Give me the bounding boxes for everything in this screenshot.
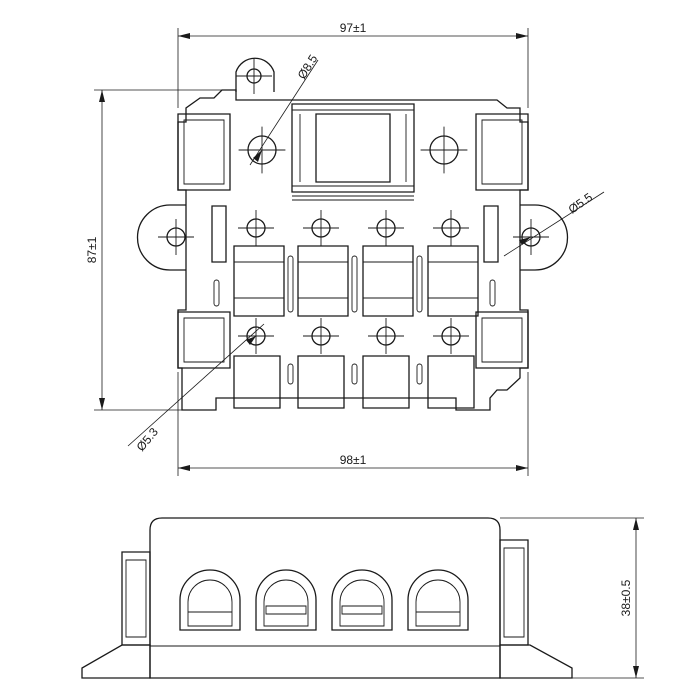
leader-hole-small: Ø5.3 — [128, 324, 264, 454]
top-body-outline — [178, 90, 528, 410]
left-ear — [138, 205, 187, 270]
top-ear — [236, 58, 274, 92]
dim-side-height: 38±0.5 — [500, 518, 644, 678]
central-fuse-block — [292, 104, 414, 192]
cable-openings — [180, 570, 468, 630]
corner-block-tr — [476, 114, 528, 190]
leader-hole-large: Ø8.5 — [250, 52, 321, 165]
side-base-left — [82, 645, 150, 678]
terminal-columns — [234, 209, 478, 408]
dim-side-height-label: 38±0.5 — [619, 579, 633, 616]
right-ear — [520, 205, 568, 270]
leader-hole-side-label: Ø5.5 — [566, 190, 596, 217]
dim-bottom-width-label: 98±1 — [340, 453, 367, 467]
side-view: 38±0.5 — [82, 518, 644, 678]
corner-block-tl — [178, 114, 230, 190]
side-slot-left — [212, 206, 226, 262]
dim-height-label: 87±1 — [85, 236, 99, 263]
leader-hole-large-label: Ø8.5 — [295, 52, 321, 82]
leader-hole-small-label: Ø5.3 — [134, 425, 162, 454]
side-base-right — [500, 645, 572, 678]
top-view: 97±1 98±1 87±1 Ø8.5 — [85, 21, 604, 476]
dim-top-width-label: 97±1 — [340, 21, 367, 35]
side-body — [150, 518, 500, 678]
corner-block-br — [476, 312, 528, 368]
dim-height: 87±1 — [85, 90, 236, 410]
side-slot-right — [484, 206, 498, 262]
dim-top-width: 97±1 — [178, 21, 528, 108]
dim-bottom-width: 98±1 — [178, 372, 528, 476]
corner-block-bl — [178, 312, 230, 368]
leader-hole-side: Ø5.5 — [504, 190, 604, 256]
